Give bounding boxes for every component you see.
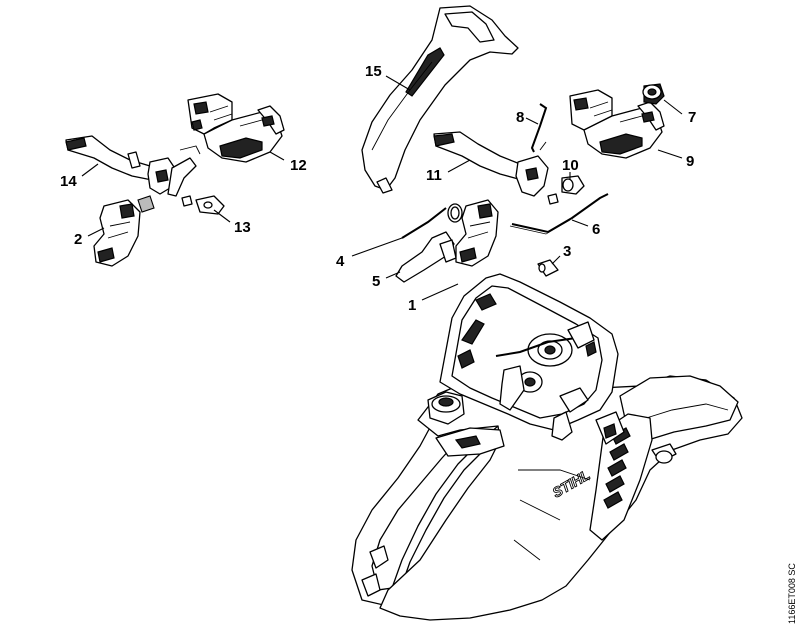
callout-labels: 15 12 14 13 2 8 7 11 10 9 6 4 5 3 1 [60, 63, 696, 314]
callout-10: 10 [562, 157, 579, 174]
callout-5: 5 [372, 273, 380, 290]
callout-7: 7 [688, 109, 696, 126]
part-10-sleeve [547, 175, 585, 205]
callout-1: 1 [408, 297, 416, 314]
part-7-knob [642, 83, 665, 105]
callout-12: 12 [290, 157, 307, 174]
callout-11: 11 [426, 167, 442, 184]
part-5-lever [395, 231, 457, 283]
part-15-handle-molding [361, 5, 519, 194]
callout-6: 6 [592, 221, 600, 238]
callout-2: 2 [74, 231, 82, 248]
callout-15: 15 [365, 63, 382, 80]
callout-14: 14 [60, 173, 77, 190]
drawing-code: 1166ET008 SC [787, 563, 797, 624]
part-2-interlock-lever [93, 195, 155, 267]
drawing-code-text: 1166ET008 SC [787, 563, 797, 624]
part-4-spring [401, 203, 463, 239]
part-11-throttle-rod [433, 131, 549, 197]
part-13-pin [181, 195, 225, 215]
part-6-wire [509, 193, 609, 235]
rear-handle-housing [351, 375, 743, 621]
part-12-switch-housing [187, 93, 285, 163]
carburetor-compartment [439, 273, 625, 445]
part-3-pin [537, 259, 559, 277]
part-8-wire-rod [530, 103, 548, 153]
part-1-interlock-lever [455, 199, 499, 267]
part-9-switch-housing [569, 89, 665, 159]
callout-8: 8 [516, 109, 524, 126]
leader-lines [81, 75, 683, 301]
callout-3: 3 [563, 243, 571, 260]
part-14-throttle-trigger [65, 135, 201, 197]
callout-13: 13 [234, 219, 251, 236]
callout-9: 9 [686, 153, 694, 170]
callout-4: 4 [336, 253, 345, 270]
